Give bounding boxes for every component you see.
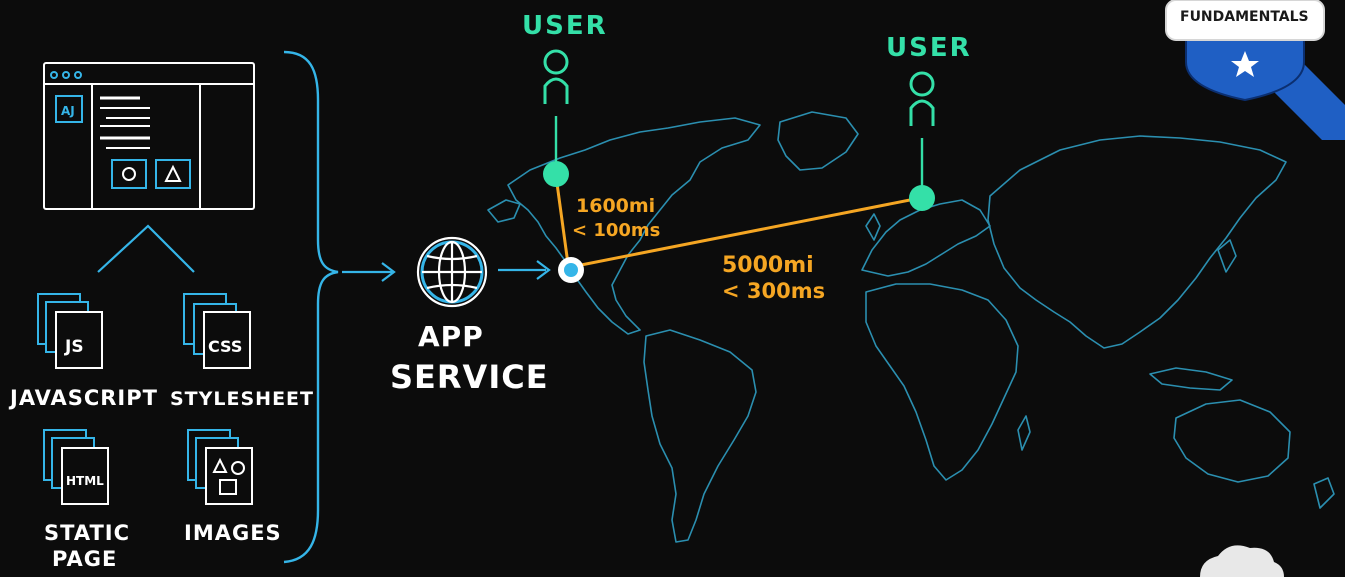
javascript-label: JAVASCRIPT <box>8 386 158 410</box>
svg-text:AJ: AJ <box>61 104 75 118</box>
map-madagascar <box>1017 415 1031 451</box>
map-new-zealand <box>1313 477 1335 509</box>
far-user-link <box>575 196 921 268</box>
fundamentals-badge: FUNDAMENTALS <box>1165 0 1345 140</box>
stylesheet-label: STYLESHEET <box>170 388 314 410</box>
static-label-line1: STATIC <box>44 521 130 545</box>
left-user-icon <box>543 49 569 104</box>
map-uk <box>865 213 881 241</box>
near-latency-label: < 100ms <box>572 220 660 241</box>
right-user-node <box>909 185 935 211</box>
star-icon <box>1231 51 1259 77</box>
circle-tile-icon <box>111 159 147 189</box>
logo-box-icon <box>55 95 83 123</box>
world-map <box>487 111 1335 543</box>
map-europe <box>861 199 991 277</box>
triangle-tile-icon <box>155 159 191 189</box>
map-greenland <box>777 111 859 171</box>
arrow-to-origin <box>498 260 551 280</box>
static-label-line2: PAGE <box>52 547 117 571</box>
map-australia <box>1173 399 1291 483</box>
near-distance-label: 1600mi <box>576 195 655 217</box>
map-indonesia <box>1149 367 1233 391</box>
latency-links <box>554 175 921 268</box>
js-file-icon: JS <box>37 293 103 369</box>
map-south-america <box>643 329 757 543</box>
css-icon-text: CSS <box>208 337 242 356</box>
badge-text: FUNDAMENTALS <box>1180 9 1309 25</box>
left-user-node <box>543 161 569 187</box>
left-user-label: USER <box>522 11 608 41</box>
globe-icon <box>416 236 488 308</box>
right-user: USER <box>886 33 972 211</box>
html-icon-text: HTML <box>66 474 104 488</box>
left-user: USER <box>522 11 608 187</box>
arrow-to-app-service <box>342 262 396 282</box>
origin-node <box>558 257 584 283</box>
html-file-icon: HTML <box>43 429 109 505</box>
window-dot-icon <box>50 71 58 79</box>
curly-brace <box>283 50 339 564</box>
right-user-label: USER <box>886 33 972 63</box>
css-file-icon: CSS <box>183 293 251 369</box>
far-distance-label: 5000mi <box>722 253 814 278</box>
window-dot-icon <box>62 71 70 79</box>
right-user-icon <box>909 71 935 126</box>
js-icon-text: JS <box>64 337 84 357</box>
map-asia <box>987 135 1287 349</box>
app-service-label-line1: APP <box>418 320 484 353</box>
map-alaska <box>487 199 521 223</box>
near-user-link <box>554 175 570 265</box>
map-japan <box>1217 239 1237 273</box>
images-label: IMAGES <box>184 521 282 545</box>
app-service-label-line2: SERVICE <box>390 358 549 396</box>
images-file-icon <box>187 429 253 505</box>
browser-frame <box>43 62 255 210</box>
far-latency-label: < 300ms <box>722 279 825 303</box>
window-dot-icon <box>74 71 82 79</box>
map-africa <box>865 283 1019 481</box>
cloud-icon <box>1200 545 1284 577</box>
tree-connector <box>97 224 195 273</box>
browser-window-sketch: AJ <box>43 62 255 210</box>
